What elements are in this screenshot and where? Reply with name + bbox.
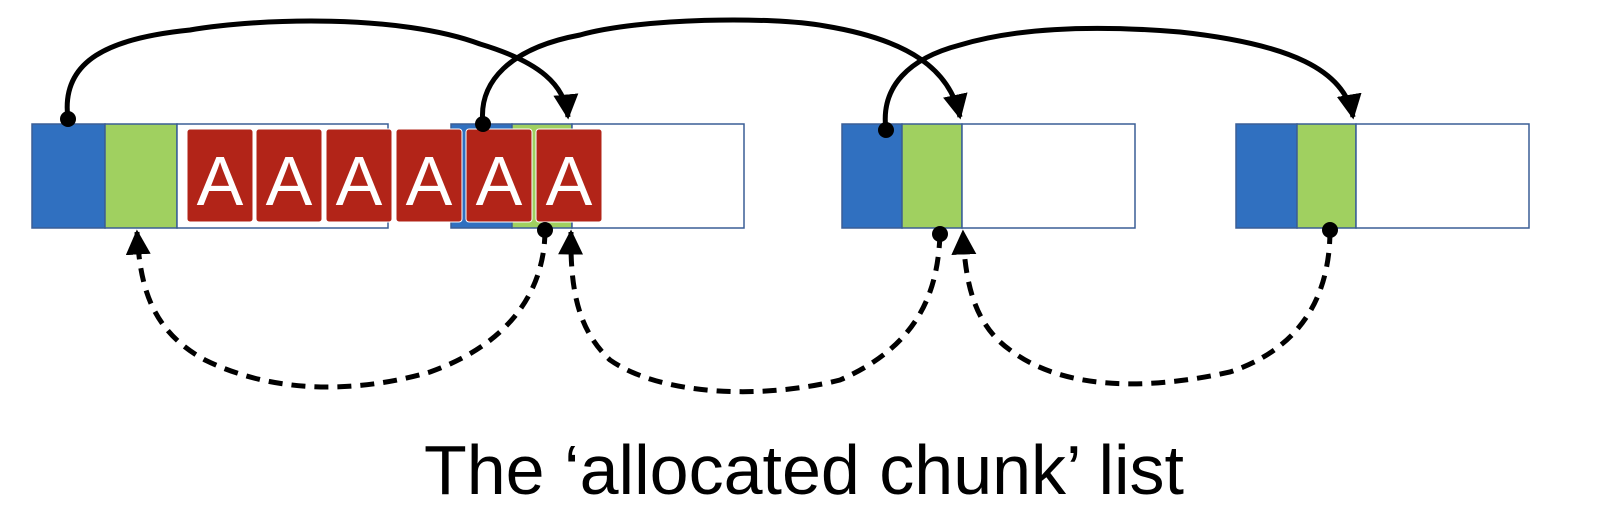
overflow-letter: A — [546, 142, 593, 220]
forward-link-chunk-3-to-chunk-4 — [878, 25, 1362, 138]
overflow-block-2: A — [255, 128, 323, 223]
overflow-block-bg — [325, 128, 393, 223]
forward-pointer-arrow — [480, 17, 968, 125]
overflow-letter: A — [266, 142, 313, 220]
backward-pointer-arrow — [558, 229, 943, 395]
pointer-origin-dot — [537, 222, 553, 238]
overflow-block-4: A — [395, 128, 463, 223]
pointer-origin-dot — [932, 226, 948, 242]
overflow-block-1: A — [186, 128, 254, 223]
chunk-3-backward-pointer-field — [901, 123, 963, 229]
overflow-block-bg — [255, 128, 323, 223]
forward-link-chunk-2-to-chunk-3 — [475, 17, 968, 132]
overflow-letter: A — [197, 142, 244, 220]
diagram-caption: The ‘allocated chunk’ list — [423, 431, 1185, 509]
chunk-3-forward-pointer-field — [841, 123, 903, 229]
pointer-origin-dot — [1322, 222, 1338, 238]
overflow-block-bg — [186, 128, 254, 223]
backward-link-chunk-3-to-chunk-2 — [558, 226, 948, 395]
overflow-block-bg — [465, 128, 533, 223]
backward-pointer-arrow — [951, 229, 1333, 387]
backward-link-chunk-2-to-chunk-1 — [125, 222, 553, 390]
chunk-3 — [841, 123, 1136, 229]
chunk-3-data-area — [961, 123, 1136, 229]
overflow-block-5: A — [465, 128, 533, 223]
chunk-4 — [1235, 123, 1530, 229]
overflow-letter: A — [476, 142, 523, 220]
overflow-block-bg — [395, 128, 463, 223]
pointer-origin-dot — [475, 116, 491, 132]
chunk-4-data-area — [1355, 123, 1530, 229]
pointer-origin-dot — [60, 111, 76, 127]
chunk-1-forward-pointer-field — [31, 123, 106, 229]
overflow-letter: A — [406, 142, 453, 220]
overflow-block-bg — [535, 128, 603, 223]
pointer-origin-dot — [878, 122, 894, 138]
chunk-4-forward-pointer-field — [1235, 123, 1298, 229]
overflow-block-3: A — [325, 128, 393, 223]
links-layer — [60, 17, 1362, 395]
backward-link-chunk-4-to-chunk-3 — [951, 222, 1338, 387]
chunk-1-backward-pointer-field — [104, 123, 178, 229]
forward-link-chunk-1-to-chunk-2 — [60, 18, 579, 127]
overflow-letter: A — [336, 142, 383, 220]
forward-pointer-arrow — [882, 25, 1362, 131]
forward-pointer-arrow — [64, 18, 579, 120]
chunk-4-backward-pointer-field — [1296, 123, 1357, 229]
backward-pointer-arrow — [125, 229, 548, 390]
overflow-block-6: A — [535, 128, 603, 223]
